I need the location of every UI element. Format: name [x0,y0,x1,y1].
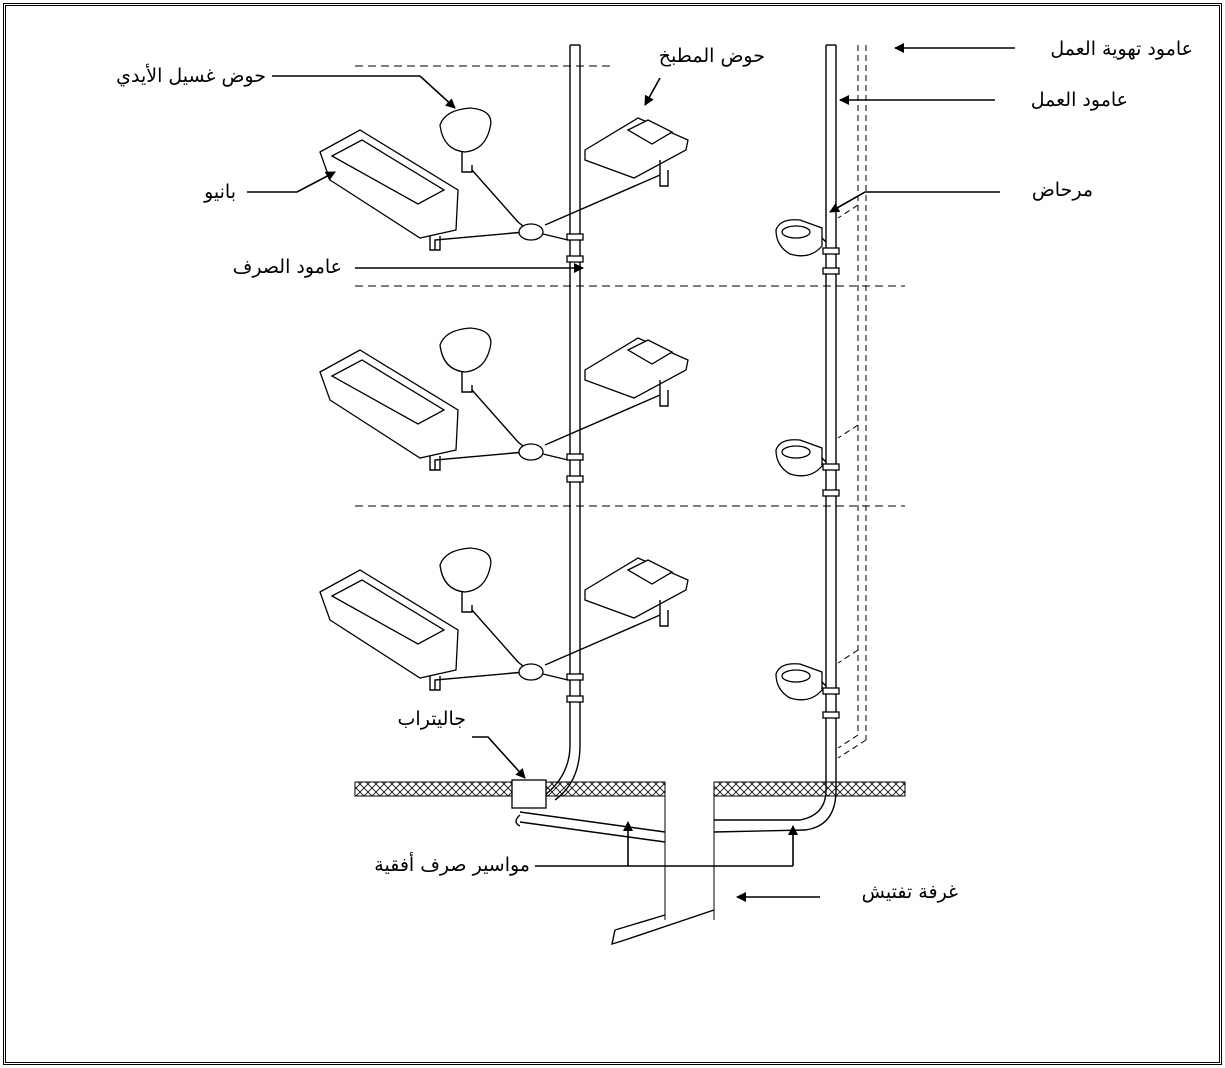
gully-trap-box [511,779,547,809]
label-gully-trap: جاليتراب [398,708,466,730]
bathtub-drain [429,451,526,471]
floor-trap-branch [542,233,569,241]
toilet-seat [781,225,811,239]
floor-trap-branch [542,673,569,681]
bathtub-inner [330,359,446,425]
wash-basin [439,107,492,153]
bathtub-inner [330,139,446,205]
floor-fixtures-1 [319,107,689,251]
label-inspection-chamber: غرفة تفتيش [862,881,958,903]
floor-trap-branch [542,453,569,461]
bathtub-inner [330,579,446,645]
toilet-1 [775,219,827,257]
kitchen-sink-drain [544,600,669,666]
waste-stack-pipe [544,44,584,801]
floor-lines [355,65,905,507]
leader-kitchen-sink [644,77,661,106]
label-kitchen-sink: حوض المطبخ [659,45,765,67]
toilet-seat [781,445,811,459]
fixtures [319,107,827,701]
kitchen-sink-bowl [626,119,674,145]
kitchen-sink-drain [544,380,669,446]
wash-basin-drain [461,152,529,231]
floor-trap [518,443,544,461]
label-horizontal-drains: مواسير صرف أفقية [374,852,530,876]
toilet-branch [821,237,827,243]
kitchen-sink-drain [544,160,669,226]
bathtub-drain [429,671,526,691]
ground-right [713,781,906,797]
label-bathtub: بانيو [203,181,236,203]
floor-trap [518,663,544,681]
horizontal-drain-pipes [515,811,806,946]
labels: عامود تهوية العمل عامود العمل مرحاض حوض … [116,38,1193,903]
toilet-2 [775,439,827,477]
floor-trap [518,223,544,241]
leader-gully-trap [472,736,526,779]
toilet-3 [775,663,827,701]
toilet-branch [821,457,827,463]
leader-bathtub [247,171,336,193]
wash-basin-drain [461,372,529,451]
ground [354,781,906,920]
label-toilet: مرحاض [1032,179,1093,201]
leader-lines [247,43,1015,902]
floor-fixtures-3 [319,547,689,691]
diagram-frame [3,3,1222,1065]
leader-toilet [829,191,1000,213]
vent-stack-pipe [837,45,867,759]
wash-basin [439,327,492,373]
toilet-seat [781,669,811,683]
bathtub-drain [429,231,526,251]
kitchen-sink-bowl [626,559,674,585]
ground-left [354,781,666,797]
wash-basin-drain [461,592,529,671]
toilet-branch [821,681,827,687]
label-waste-stack: عامود الصرف [233,256,342,278]
leader-wash-basin [272,75,456,109]
floor-fixtures-2 [319,327,689,471]
kitchen-sink-bowl [626,339,674,365]
label-soil-stack: عامود العمل [1031,89,1128,111]
label-vent-stack: عامود تهوية العمل [1050,38,1193,60]
label-wash-basin: حوض غسيل الأيدي [116,64,266,87]
wash-basin [439,547,492,593]
soil-stack-pipe [799,44,840,831]
